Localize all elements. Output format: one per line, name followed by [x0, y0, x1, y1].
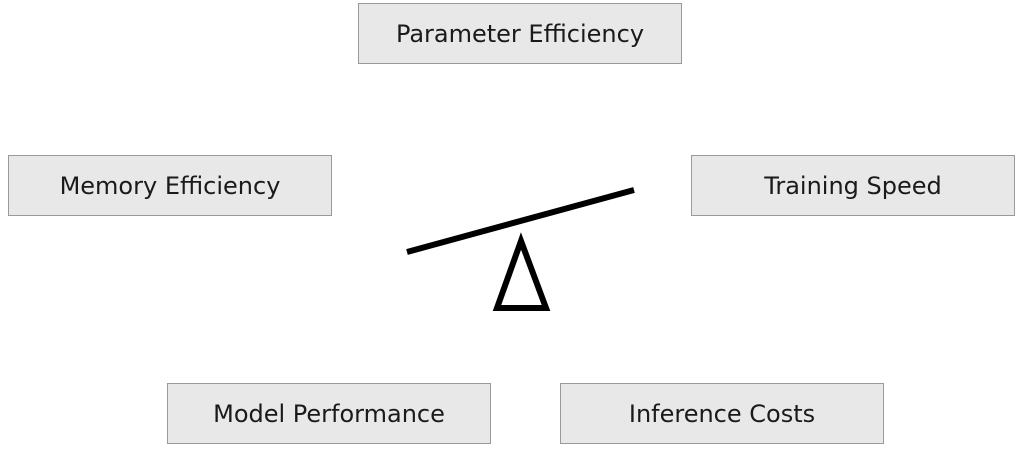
scale-beam	[406, 187, 635, 255]
memory-efficiency-label: Memory Efficiency	[59, 171, 281, 200]
memory-efficiency-box: Memory Efficiency	[8, 155, 332, 216]
parameter-efficiency-box: Parameter Efficiency	[358, 3, 682, 64]
model-performance-label: Model Performance	[213, 399, 445, 428]
inference-costs-label: Inference Costs	[628, 399, 816, 428]
scale-fulcrum-triangle	[492, 232, 551, 311]
training-speed-box: Training Speed	[691, 155, 1015, 216]
inference-costs-box: Inference Costs	[560, 383, 884, 444]
model-performance-box: Model Performance	[167, 383, 491, 444]
training-speed-label: Training Speed	[764, 171, 942, 200]
parameter-efficiency-label: Parameter Efficiency	[395, 19, 645, 48]
